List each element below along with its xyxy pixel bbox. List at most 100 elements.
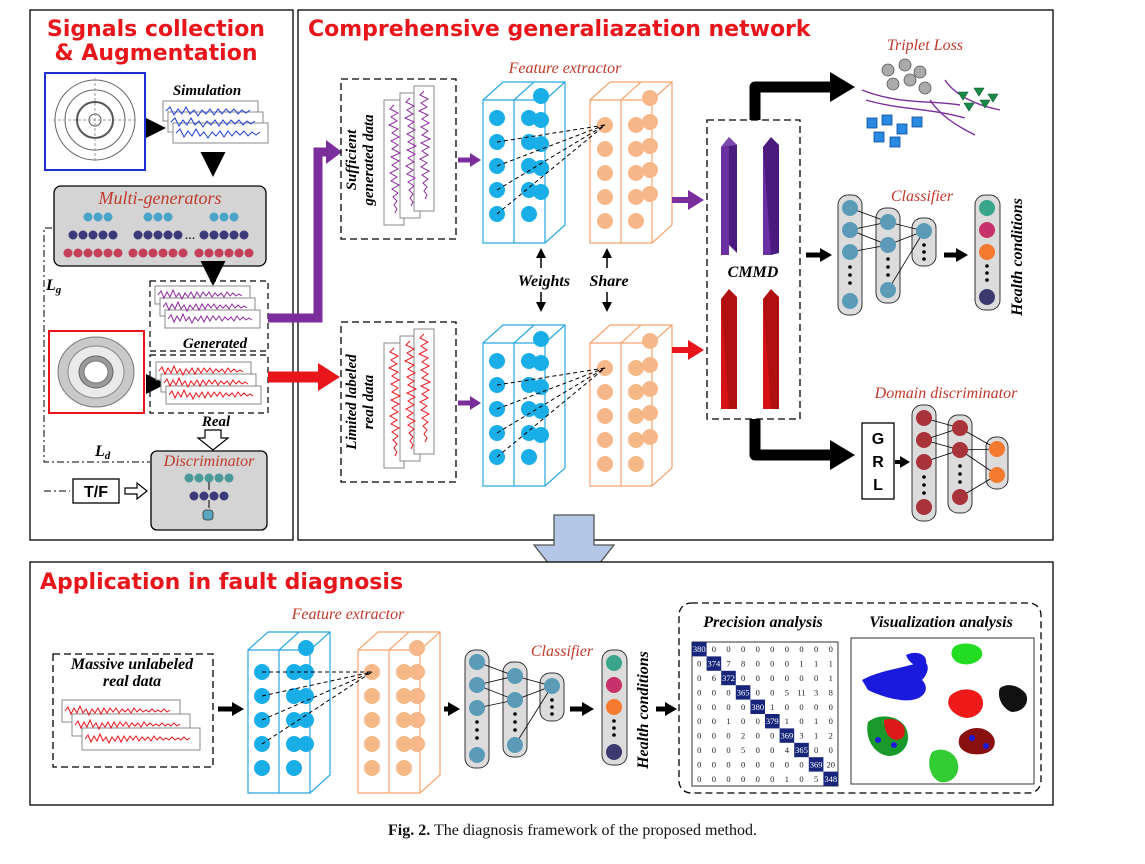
matrix-cell-value: 365 — [737, 687, 750, 697]
sufficient-generated-data: Sufficient generated data — [340, 78, 457, 240]
classifier-top — [837, 194, 937, 316]
generated-signals: Generated — [149, 280, 269, 352]
matrix-cell-value: 0 — [726, 759, 730, 769]
matrix-cell-value: 0 — [756, 745, 760, 755]
bearing-simulation-image — [44, 72, 146, 171]
matrix-cell-value: 0 — [726, 644, 730, 654]
generated-label: Generated — [183, 336, 248, 352]
grl-l: L — [873, 477, 883, 494]
tf-label: T/F — [84, 484, 108, 501]
health-conditions-top — [974, 194, 1001, 311]
grl-g: G — [872, 431, 884, 448]
cluster-black — [998, 685, 1028, 712]
visualization-analysis-label: Visualization analysis — [869, 614, 1013, 631]
matrix-cell-value: 0 — [741, 716, 745, 726]
matrix-cell-value: 0 — [829, 702, 833, 712]
matrix-cell-value: 6 — [712, 673, 716, 683]
sufficient-label-1: Sufficient — [344, 129, 360, 190]
multi-generators-label: Multi-generators — [98, 188, 222, 208]
matrix-cell-value: 0 — [741, 644, 745, 654]
matrix-cell-value: 0 — [712, 687, 716, 697]
real-label: Real — [201, 414, 231, 430]
matrix-cell-value: 0 — [697, 745, 701, 755]
matrix-cell-value: 2 — [741, 731, 745, 741]
matrix-cell-value: 0 — [799, 716, 803, 726]
matrix-cell-value: 0 — [756, 774, 760, 784]
matrix-cell-value: 2 — [829, 731, 833, 741]
matrix-cell-value: 0 — [829, 716, 833, 726]
matrix-cell-value: 0 — [770, 759, 774, 769]
cluster-red — [948, 689, 984, 718]
matrix-cell-value: 0 — [770, 673, 774, 683]
matrix-cell-value: 8 — [741, 659, 745, 669]
matrix-diagonal-cell — [808, 757, 824, 772]
matrix-cell-value: 0 — [829, 745, 833, 755]
matrix-cell-value: 1 — [814, 659, 818, 669]
matrix-cell-value: 1 — [829, 673, 833, 683]
discriminator-label: Discriminator — [163, 453, 255, 470]
matrix-cell-value: 1 — [799, 659, 803, 669]
matrix-cell-value: 1 — [770, 702, 774, 712]
cmmd-label: CMMD — [728, 264, 779, 281]
matrix-cell-value: 0 — [697, 731, 701, 741]
matrix-cell-value: 380 — [751, 702, 764, 712]
matrix-cell-value: 1 — [726, 716, 730, 726]
matrix-cell-value: 1 — [785, 716, 789, 726]
share-label: Share — [589, 273, 628, 290]
limited-label-2: real data — [361, 374, 377, 429]
network-title: Comprehensive generaliazation network — [308, 17, 812, 42]
cluster-blue — [862, 652, 928, 701]
matrix-cell-value: 0 — [712, 731, 716, 741]
matrix-cell-value: 0 — [756, 716, 760, 726]
matrix-cell-value: 11 — [797, 687, 805, 697]
precision-analysis-label: Precision analysis — [702, 614, 823, 631]
matrix-cell-value: 0 — [785, 702, 789, 712]
matrix-cell-value: 0 — [770, 745, 774, 755]
cluster-green-top — [951, 643, 983, 665]
matrix-cell-value: 0 — [814, 644, 818, 654]
feature-extractor-label-top: Feature extractor — [508, 60, 622, 77]
matrix-cell-value: 3 — [814, 687, 818, 697]
signals-title-line2: & Augmentation — [55, 41, 258, 66]
panel-application: Application in fault diagnosis Massive u… — [29, 561, 1054, 806]
matrix-cell-value: 1 — [785, 774, 789, 784]
matrix-cell-value: 0 — [799, 774, 803, 784]
tsne-visualization — [850, 637, 1035, 785]
matrix-cell-value: 0 — [726, 702, 730, 712]
matrix-cell-value: 379 — [766, 716, 779, 726]
matrix-cell-value: 0 — [697, 716, 701, 726]
application-title: Application in fault diagnosis — [40, 570, 403, 595]
caption-text: The diagnosis framework of the proposed … — [433, 822, 757, 839]
classifier-label-top: Classifier — [891, 188, 954, 205]
feature-extractor-top-peach — [589, 81, 673, 244]
weights-share: Weights Share — [518, 248, 629, 312]
matrix-cell-value: 0 — [785, 659, 789, 669]
signals-title-line1: Signals collection — [47, 17, 265, 42]
classifier-app — [464, 649, 565, 769]
matrix-cell-value: 0 — [741, 774, 745, 784]
health-conditions-app — [601, 649, 628, 766]
matrix-cell-value: 0 — [770, 644, 774, 654]
matrix-cell-value: 1 — [814, 716, 818, 726]
triplet-loss: Triplet Loss — [861, 37, 1001, 148]
matrix-cell-value: 0 — [799, 673, 803, 683]
analysis-box — [678, 602, 1042, 794]
matrix-cell-value: 0 — [726, 774, 730, 784]
health-conditions-label-app: Health conditions — [635, 651, 652, 770]
bearing-photo — [48, 330, 145, 414]
feature-extractor-top-cyan — [482, 81, 566, 244]
matrix-cell-value: 0 — [756, 659, 760, 669]
matrix-cell-value: 0 — [712, 644, 716, 654]
matrix-diagonal-cell — [779, 728, 795, 743]
figure-caption: Fig. 2. The diagnosis framework of the p… — [0, 822, 1145, 840]
matrix-cell-value: 0 — [799, 759, 803, 769]
matrix-cell-value: 0 — [697, 702, 701, 712]
matrix-cell-value: 0 — [814, 702, 818, 712]
matrix-cell-value: 5 — [741, 745, 745, 755]
matrix-cell-value: 0 — [785, 673, 789, 683]
matrix-diagonal-cell — [750, 699, 765, 714]
matrix-cell-value: 1 — [814, 731, 818, 741]
matrix-cell-value: 0 — [785, 759, 789, 769]
matrix-cell-value: 0 — [785, 644, 789, 654]
cluster-green-red — [867, 716, 909, 756]
